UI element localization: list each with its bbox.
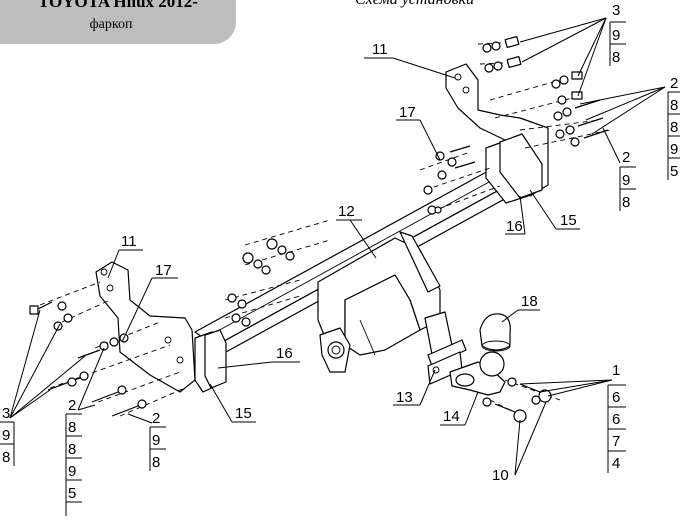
- callout-4: 4: [612, 455, 620, 472]
- callout-15-left: 15: [235, 405, 252, 422]
- callout-5-right: 5: [670, 163, 678, 180]
- nuts-center: [227, 238, 295, 327]
- callout-8-left-lower: 8: [152, 454, 160, 471]
- callout-2-right: 2: [670, 75, 678, 92]
- tow-ball: [449, 351, 506, 396]
- callout-13: 13: [396, 389, 413, 406]
- callout-6-b: 6: [612, 411, 620, 428]
- callout-8-top: 8: [612, 49, 620, 66]
- callout-11-left: 11: [121, 233, 137, 250]
- callout-10: 10: [492, 467, 509, 484]
- callout-14: 14: [443, 408, 460, 425]
- drawbar-bracket: [317, 231, 441, 356]
- callout-7: 7: [612, 433, 620, 450]
- callout-15-right: 15: [560, 212, 577, 229]
- callout-16-right: 16: [506, 218, 523, 235]
- leader-lines: [0, 17, 680, 516]
- callout-3-left: 3: [2, 405, 10, 422]
- callout-9-left: 9: [2, 427, 10, 444]
- bolts-tow-ball: [482, 377, 552, 423]
- callout-8-mid-right: 8: [622, 194, 630, 211]
- callout-9-left-stack: 9: [68, 463, 76, 480]
- callout-9-mid-right: 9: [622, 172, 630, 189]
- ball-mount-plate: [424, 311, 467, 385]
- socket-plate: [319, 327, 351, 373]
- right-spacer-plates: [485, 133, 543, 204]
- callout-18: 18: [521, 293, 538, 310]
- callout-16-left: 16: [276, 345, 293, 362]
- bolts-right-mid: [423, 145, 476, 215]
- vehicle-model-title: TOYOTA Hilux 2012-: [38, 0, 198, 11]
- callout-2-left-lower: 2: [152, 410, 160, 427]
- callout-9-right: 9: [670, 141, 678, 158]
- callout-3-top: 3: [612, 2, 620, 19]
- callout-8-left-stack-a: 8: [68, 419, 76, 436]
- product-name: фаркоп: [89, 17, 133, 32]
- callout-12: 12: [338, 203, 355, 220]
- callout-17-left: 17: [155, 262, 172, 279]
- callout-2-left-stack: 2: [68, 397, 76, 414]
- diagram-caption: Схема установки: [355, 0, 474, 9]
- bolts-right-column: [551, 71, 609, 147]
- bolts-left-column: [29, 301, 147, 417]
- callout-9-left-lower: 9: [152, 432, 160, 449]
- callout-8-right-a: 8: [670, 97, 678, 114]
- callout-11-right: 11: [372, 41, 388, 58]
- callout-2-mid-right: 2: [622, 149, 630, 166]
- left-side-bracket: [95, 261, 196, 393]
- callout-8-right-b: 8: [670, 119, 678, 136]
- callout-9-top: 9: [612, 27, 620, 44]
- left-spacer-plates: [194, 329, 227, 393]
- ball-cap: [479, 313, 511, 352]
- bolt-right-top-1: [482, 35, 520, 53]
- bolt-right-top-2: [484, 55, 522, 73]
- callout-8-left-stack-b: 8: [68, 441, 76, 458]
- callout-6-a: 6: [612, 389, 620, 406]
- callout-1: 1: [612, 362, 620, 379]
- callout-8-left: 8: [2, 449, 10, 466]
- callout-17-right: 17: [399, 104, 416, 121]
- title-tab: TOYOTA Hilux 2012- фаркоп: [0, 0, 236, 44]
- callout-5-left-stack: 5: [68, 485, 76, 502]
